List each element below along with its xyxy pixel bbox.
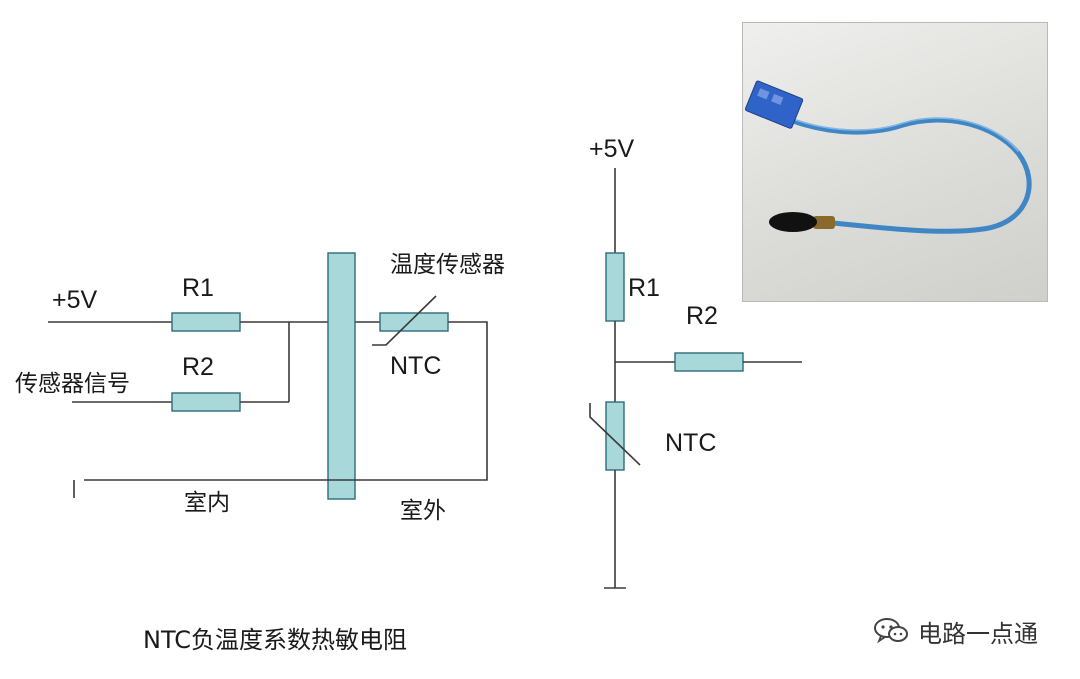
ntc-probe [769, 212, 835, 232]
watermark-text: 电路一点通 [918, 619, 1038, 648]
sensor-cable-highlight [792, 117, 1019, 152]
right-circuit [589, 168, 802, 589]
wechat-icon [874, 618, 908, 644]
right-ntc-label: NTC [665, 429, 717, 457]
right-r2-resistor [674, 352, 744, 372]
connector-plug [745, 80, 804, 129]
sensor-signal-label: 传感器信号 [15, 371, 130, 397]
left-r1-resistor [171, 312, 241, 332]
right-supply-label: +5V [589, 135, 635, 163]
outdoor-label: 室外 [400, 498, 446, 524]
watermark: 电路一点通 [872, 615, 1038, 648]
outdoor-return-wire [84, 321, 488, 481]
left-ntc-thermistor [379, 312, 449, 332]
sensor-photo-illustration [745, 80, 1032, 234]
left-r1-label: R1 [182, 274, 214, 302]
right-ntc-slash [589, 403, 641, 466]
indoor-label: 室内 [184, 490, 230, 516]
left-r2-label: R2 [182, 353, 214, 381]
temp-sensor-label: 温度传感器 [390, 252, 505, 278]
wall-connector [327, 252, 356, 500]
left-supply-label: +5V [52, 286, 98, 314]
right-r1-label: R1 [628, 274, 660, 302]
ntc-sensor-photo [742, 22, 1048, 302]
right-r2-label: R2 [686, 302, 718, 330]
left-r2-resistor [171, 392, 241, 412]
left-ntc-label: NTC [390, 352, 442, 380]
left-ntc-slash [372, 295, 437, 346]
right-r1-resistor [605, 252, 625, 322]
sensor-cable [790, 117, 1032, 234]
figure-caption: NTC负温度系数热敏电阻 [143, 626, 407, 654]
left-circuit [48, 252, 488, 500]
